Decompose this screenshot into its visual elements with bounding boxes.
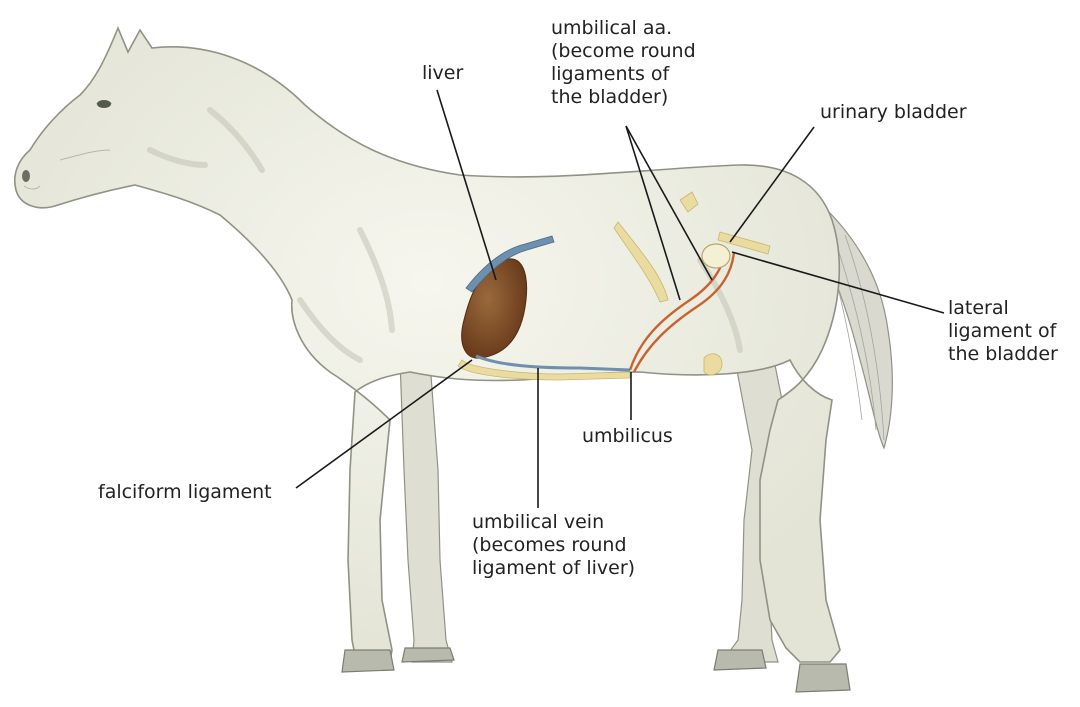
label-lateral-ligament-line-1: lateral: [948, 297, 1009, 319]
label-falciform-ligament: falciform ligament: [98, 481, 272, 503]
nostril: [22, 170, 30, 182]
label-umbilical-arteries-line-4: the bladder): [551, 86, 669, 108]
leader-aa-2: [625, 125, 713, 281]
label-umbilical-vein-line-2: (becomes round: [472, 534, 627, 556]
far-foreleg: [399, 359, 453, 663]
label-umbilical-arteries: umbilical aa. (become round ligaments of…: [551, 17, 696, 109]
label-lateral-ligament: lateral ligament of the bladder: [948, 297, 1058, 366]
pelvis-bone: [679, 191, 699, 213]
costal-arch: [613, 221, 669, 303]
label-umbilical-arteries-line-3: ligaments of: [551, 63, 670, 85]
label-umbilical-vein: umbilical vein (becomes round ligament o…: [472, 511, 635, 580]
leader-lateral: [731, 251, 945, 314]
blue-vessel: [465, 235, 555, 293]
label-umbilical-vein-line-3: ligament of liver): [472, 557, 636, 579]
label-liver: liver: [422, 62, 464, 84]
label-umbilicus: umbilicus: [582, 425, 673, 447]
label-lateral-ligament-line-2: ligament of: [948, 320, 1057, 342]
pelvis-bone-2: [717, 231, 771, 255]
umbilical-vein: [475, 354, 631, 372]
leader-bladder: [729, 126, 815, 243]
label-umbilical-vein-line-1: umbilical vein: [472, 511, 605, 533]
stifle-bone: [703, 353, 723, 376]
label-lateral-ligament-line-3: the bladder: [948, 343, 1058, 365]
label-urinary-bladder: urinary bladder: [820, 101, 967, 123]
falciform-ligament-shape: [457, 359, 631, 381]
hooves: [341, 647, 851, 693]
urinary-bladder: [701, 243, 731, 269]
leader-lines: [295, 89, 945, 508]
eye: [97, 100, 111, 108]
umbilical-artery-2: [632, 251, 736, 373]
leader-falciform: [295, 359, 473, 489]
liver: [461, 258, 528, 359]
label-umbilical-arteries-line-2: (become round: [551, 40, 696, 62]
leader-liver: [436, 89, 497, 281]
label-umbilical-arteries-line-1: umbilical aa.: [551, 17, 673, 39]
leader-aa-1: [625, 125, 681, 301]
